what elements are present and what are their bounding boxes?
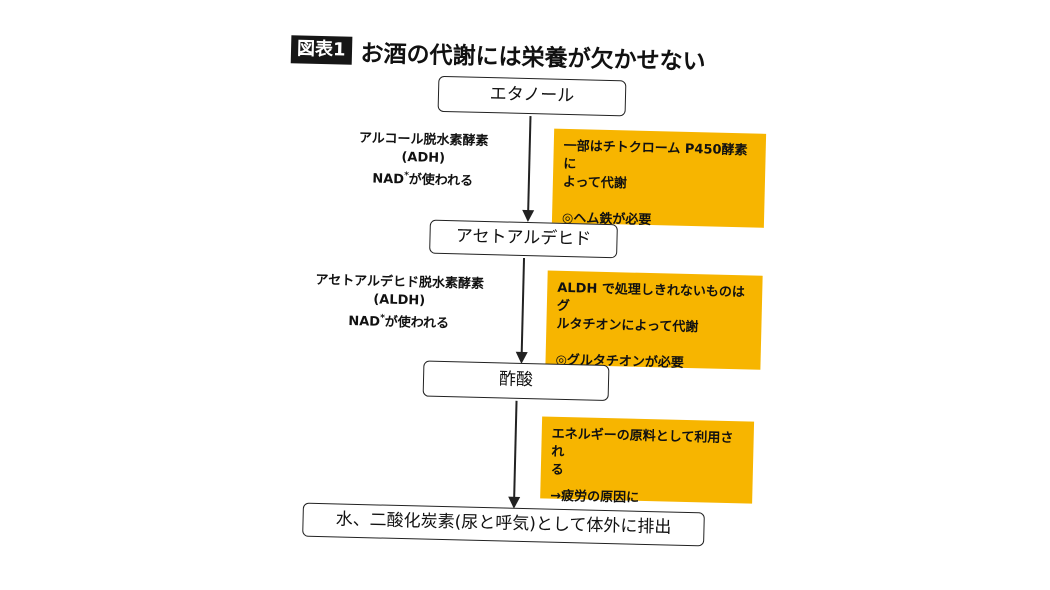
enzyme-adh: アルコール脱水素酵素 (ADH) NAD*が使われる [358,130,489,191]
note-glutathione-line1: ALDH で処理しきれないものはグ [556,280,745,315]
cofactor-nad: NAD [372,171,405,188]
cofactor-nad: NAD [348,314,381,330]
note-cyp450-line1: 一部はチトクローム P450酵素に [563,138,748,173]
node-ethanol: エタノール [437,75,627,117]
cofactor-text: が使われる [408,172,474,190]
enzyme-aldh-cofactor: NAD*が使われる [314,308,483,334]
note-energy-line2: る [550,462,565,478]
metabolism-figure: 図表1 お酒の代謝には栄養が欠かせない エタノール アルコール脱水素酵素 (AD… [278,24,771,576]
cofactor-text: が使われる [384,314,450,332]
note-cyp450: 一部はチトクローム P450酵素に よって代謝 ◎ヘム鉄が必要 [551,128,767,228]
note-glutathione: ALDH で処理しきれないものはグ ルタチオンによって代謝 ◎グルタチオンが必要 [545,270,763,371]
figure-number-tag: 図表1 [290,35,352,65]
figure-title: 図表1 お酒の代謝には栄養が欠かせない [290,32,706,76]
node-acetaldehyde: アセトアルデヒド [429,219,618,259]
note-energy-line1: エネルギーの原料として利用され [551,426,734,461]
node-excretion: 水、二酸化炭素(尿と呼気)として体外に排出 [302,502,705,547]
arrow-ethanol-to-acetaldehyde [526,116,532,221]
node-acetic-acid: 酢酸 [422,360,610,402]
enzyme-adh-cofactor: NAD*が使われる [358,166,488,191]
figure-title-text: お酒の代謝には栄養が欠かせない [360,40,706,76]
arrow-acetaldehyde-to-acetic-acid [520,257,526,362]
note-energy: エネルギーの原料として利用され る →疲労の原因に [540,416,755,506]
note-energy-line3: →疲労の原因に [550,488,640,506]
arrow-acetic-acid-to-excretion [512,400,518,507]
enzyme-aldh: アセトアルデヒド脱水素酵素 (ALDH) NAD*が使われる [314,272,484,334]
enzyme-adh-name: アルコール脱水素酵素 [358,130,489,150]
